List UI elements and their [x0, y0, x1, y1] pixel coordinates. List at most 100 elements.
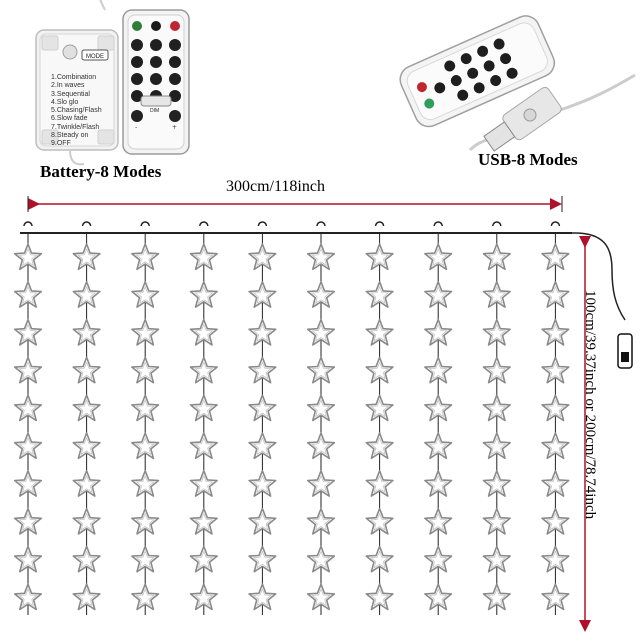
star-light-icon [306, 281, 336, 308]
star-light-icon [248, 583, 277, 611]
star-strand [424, 221, 453, 615]
remote-button-icon [169, 73, 181, 85]
remote-button-icon [460, 53, 472, 65]
hook-icon [374, 221, 385, 227]
width-label: 300cm/118inch [226, 178, 325, 195]
star-light-icon [248, 243, 277, 271]
star-light-icon [365, 432, 394, 460]
star-light-icon [131, 545, 160, 573]
star-light-icon [424, 394, 453, 422]
star-light-icon [541, 507, 570, 535]
star-light-icon [131, 318, 160, 346]
star-light-icon [306, 356, 336, 384]
star-light-icon [424, 432, 453, 460]
star-light-icon [13, 507, 43, 535]
star-light-icon [72, 356, 101, 384]
star-light-icon [189, 356, 218, 384]
star-light-icon [306, 394, 336, 422]
hook-icon [316, 221, 326, 227]
star-light-icon [72, 470, 101, 497]
star-light-icon [13, 432, 43, 460]
star-strand [189, 221, 218, 615]
star-light-icon [306, 432, 336, 460]
remote-button-icon [169, 56, 181, 68]
star-light-icon [131, 394, 160, 422]
remote-button-icon [131, 90, 143, 102]
star-light-icon [189, 432, 218, 460]
star-light-icon [189, 394, 218, 422]
star-light-icon [541, 281, 570, 308]
star-light-icon [248, 470, 277, 497]
star-light-icon [424, 281, 453, 308]
hook-icon [433, 221, 443, 227]
star-light-icon [306, 507, 336, 535]
remote-button-icon [490, 75, 502, 87]
star-light-icon [13, 281, 43, 308]
star-light-icon [306, 318, 336, 346]
star-light-icon [541, 545, 570, 573]
star-light-icon [482, 281, 511, 308]
star-light-icon [482, 507, 511, 535]
star-light-icon [424, 318, 453, 346]
star-strand [306, 221, 336, 615]
mode-item: 3.Sequential [51, 90, 90, 98]
star-light-icon [131, 281, 160, 308]
remote-button-icon [150, 73, 162, 85]
star-light-icon [482, 545, 511, 573]
remote-control: - + [122, 9, 190, 155]
dim-label: DIM [150, 108, 160, 114]
remote-button-icon [444, 60, 456, 72]
battery-mode-list: 1.Combination 2.In waves 3.Sequential 4.… [51, 74, 102, 149]
star-light-icon [248, 281, 277, 308]
remote-button-icon [493, 38, 505, 50]
star-light-icon [424, 507, 453, 535]
star-light-icon [482, 432, 511, 460]
star-light-icon [248, 318, 277, 346]
star-light-icon [541, 243, 570, 271]
height-label: 100cm/39.37inch or 200cm/78.74inch [582, 290, 598, 520]
star-light-icon [189, 545, 218, 573]
star-light-icon [189, 470, 218, 497]
star-light-icon [482, 470, 511, 497]
svg-text:+: + [172, 124, 177, 131]
svg-text:-: - [135, 124, 137, 131]
star-light-icon [306, 470, 336, 497]
star-light-icon [365, 394, 394, 422]
star-light-icon [248, 545, 277, 573]
star-light-icon [13, 394, 43, 422]
star-light-icon [189, 281, 218, 308]
star-strand [482, 221, 511, 615]
star-light-icon [131, 432, 160, 460]
star-light-icon [306, 545, 336, 573]
mode-item: 9.OFF [51, 140, 71, 148]
star-light-icon [131, 507, 160, 535]
star-light-icon [365, 470, 394, 497]
remote-button-icon [169, 90, 181, 102]
mode-item: 8.Steady on [51, 132, 89, 140]
star-light-icon [365, 583, 394, 611]
star-light-icon [365, 281, 394, 308]
star-light-icon [72, 281, 101, 308]
star-light-icon [541, 432, 570, 460]
remote-button-icon [150, 39, 162, 51]
mode-item: 7.Twinkle/Flash [51, 123, 100, 131]
star-light-icon [131, 243, 160, 271]
remote-button-icon [131, 56, 143, 68]
star-light-icon [482, 243, 511, 271]
star-light-icon [13, 470, 43, 497]
star-light-icon [365, 507, 394, 535]
star-light-icon [424, 356, 453, 384]
star-light-icon [541, 583, 570, 611]
star-light-icon [365, 356, 394, 384]
star-light-icon [541, 318, 570, 346]
remote-button-icon [450, 75, 462, 87]
star-light-icon [541, 470, 570, 497]
usb-controller [468, 73, 636, 152]
star-light-icon [482, 318, 511, 346]
star-light-icon [131, 583, 160, 611]
star-light-icon [365, 318, 394, 346]
star-light-icon [365, 545, 394, 573]
star-light-icon [482, 583, 511, 611]
